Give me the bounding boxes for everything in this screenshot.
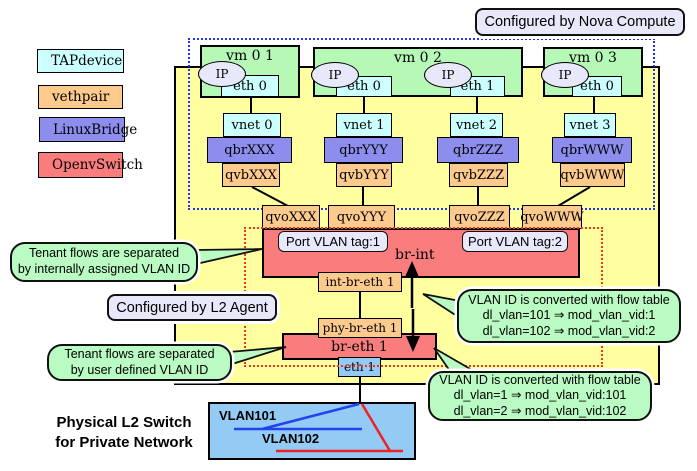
legend-label: device (78, 53, 123, 69)
vlan101-label: VLAN101 (219, 408, 277, 423)
legend-veth-pair: veth pair (38, 85, 123, 109)
legend-tap-device: TAP device (37, 49, 124, 73)
qvo-veth: qvoYYY (328, 205, 395, 229)
port-vlan-tag-label: Port VLAN tag:1 (286, 234, 380, 249)
vm-name: vm 0 3 (569, 50, 617, 66)
ip-ellipse: IP (541, 62, 589, 88)
port-vlan-tag-2: Port VLAN tag:2 (462, 231, 568, 252)
legend-label: veth (52, 89, 82, 105)
callout-line: Tenant flows are separated (28, 246, 180, 261)
ip-ellipse: IP (311, 62, 359, 88)
port-vlan-tag-1: Port VLAN tag:1 (278, 231, 388, 252)
callout-line: by user defined VLAN ID (70, 362, 209, 377)
ip-ellipse: IP (424, 62, 472, 88)
qvo-label: qvoZZZ (454, 209, 505, 225)
vm-name: vm 0 1 (226, 48, 274, 64)
qvb-veth: qvbWWW (560, 163, 625, 187)
qvo-veth: qvoXXX (262, 205, 320, 229)
callout-tenant-internal-vlan: Tenant flows are separated by internally… (10, 242, 198, 282)
caption-line: for Private Network (55, 433, 193, 451)
vlan102-label: VLAN102 (262, 431, 320, 446)
qvo-label: qvoWWW (520, 209, 584, 225)
vnet-tap: vnet 2 (450, 113, 503, 137)
vnet-tap: vnet 0 (223, 113, 281, 137)
physical-eth-label: eth 1 (343, 360, 376, 374)
qvo-veth: qvoZZZ (449, 205, 510, 229)
legend-label: vSwitch (88, 157, 143, 173)
qvb-label: qvbZZZ (452, 167, 505, 183)
int-br-eth-port: int-br-eth 1 (318, 272, 402, 292)
qvb-label: qvbYYY (339, 167, 389, 183)
qbr-label: qbrXXX (224, 142, 275, 158)
vnet-label: vnet 2 (455, 117, 498, 133)
vnet-label: vnet 1 (343, 117, 385, 133)
legend-label: pair (81, 89, 110, 105)
vnet-tap: vnet 3 (564, 113, 616, 137)
vm-name: vm 0 2 (394, 50, 442, 66)
phy-br-eth-port: phy-br-eth 1 (318, 318, 402, 338)
ip-label: IP (441, 68, 455, 82)
legend-label: Bridge (91, 121, 138, 138)
qvb-veth: qvbYYY (336, 163, 392, 187)
int-br-eth-label: int-br-eth 1 (325, 275, 395, 289)
nova-compute-title: Configured by Nova Compute (475, 8, 685, 36)
br-int-label: br-int (395, 247, 435, 263)
callout-tenant-user-vlan: Tenant flows are separated by user defin… (47, 344, 232, 381)
qvo-label: qvoYYY (336, 209, 387, 225)
qvb-label: qvbXXX (225, 167, 277, 183)
l2-agent-title: Configured by L2 Agent (107, 294, 277, 321)
eth-label: eth 1 (460, 79, 495, 94)
qvo-label: qvoXXX (265, 209, 317, 225)
caption-line: Physical L2 Switch (56, 414, 192, 431)
vnet-label: vnet 3 (569, 117, 611, 133)
nova-compute-title-label: Configured by Nova Compute (484, 14, 676, 30)
physical-switch-caption: Physical L2 Switch for Private Network (38, 413, 210, 452)
callout-line: dl_vlan=1 ⇒ mod_vlan_vid:101 (453, 388, 627, 403)
vnet-tap: vnet 1 (336, 113, 392, 137)
ip-label: IP (558, 68, 572, 82)
vnet-label: vnet 0 (231, 117, 273, 133)
phy-br-eth-label: phy-br-eth 1 (322, 321, 398, 335)
callout-line: dl_vlan=102 ⇒ mod_vlan_vid:2 (482, 323, 656, 338)
qbr-linux-bridge: qbrZZZ (437, 137, 519, 163)
physical-eth-interface: eth 1 (338, 357, 381, 377)
legend-label: TAP (51, 53, 79, 69)
port-vlan-tag-label: Port VLAN tag:2 (468, 234, 562, 249)
qbr-label: qbrZZZ (453, 142, 503, 158)
ip-label: IP (328, 68, 342, 82)
ip-ellipse: IP (198, 61, 246, 87)
qbr-linux-bridge: qbrWWW (552, 137, 632, 163)
qvb-veth: qvbZZZ (449, 163, 508, 187)
qvo-veth: qvoWWW (520, 205, 584, 229)
callout-line: VLAN ID is converted with flow table (468, 292, 670, 307)
callout-line: dl_vlan=101 ⇒ mod_vlan_vid:1 (482, 308, 656, 323)
eth-label: eth 0 (347, 79, 381, 94)
legend-label: Open (52, 157, 89, 173)
callout-flow-table-bottom: VLAN ID is converted with flow table dl_… (428, 371, 652, 421)
callout-flow-table-top: VLAN ID is converted with flow table dl_… (457, 289, 681, 343)
qvb-veth: qvbXXX (222, 163, 280, 187)
eth-label: eth 0 (233, 78, 267, 94)
callout-line: Tenant flows are separated (64, 346, 215, 361)
ip-label: IP (215, 67, 229, 81)
legend-open-vswitch: Open vSwitch (38, 152, 143, 178)
qvb-label: qvbWWW (560, 167, 625, 183)
qbr-linux-bridge: qbrXXX (207, 137, 292, 163)
legend-label: Linux (53, 121, 92, 138)
qbr-label: qbrYYY (339, 142, 388, 158)
eth-label: eth 0 (580, 79, 614, 94)
l2-agent-title-label: Configured by L2 Agent (116, 299, 268, 316)
callout-line: VLAN ID is converted with flow table (439, 372, 641, 387)
nova-compute-dotted-region (188, 38, 655, 210)
callout-line: by internally assigned VLAN ID (17, 262, 191, 276)
callout-line: dl_vlan=2 ⇒ mod_vlan_vid:102 (453, 403, 627, 418)
qbr-label: qbrWWW (560, 142, 624, 158)
legend-linux-bridge: Linux Bridge (39, 117, 137, 142)
qbr-linux-bridge: qbrYYY (324, 137, 403, 163)
br-eth-label: br-eth 1 (331, 338, 388, 355)
